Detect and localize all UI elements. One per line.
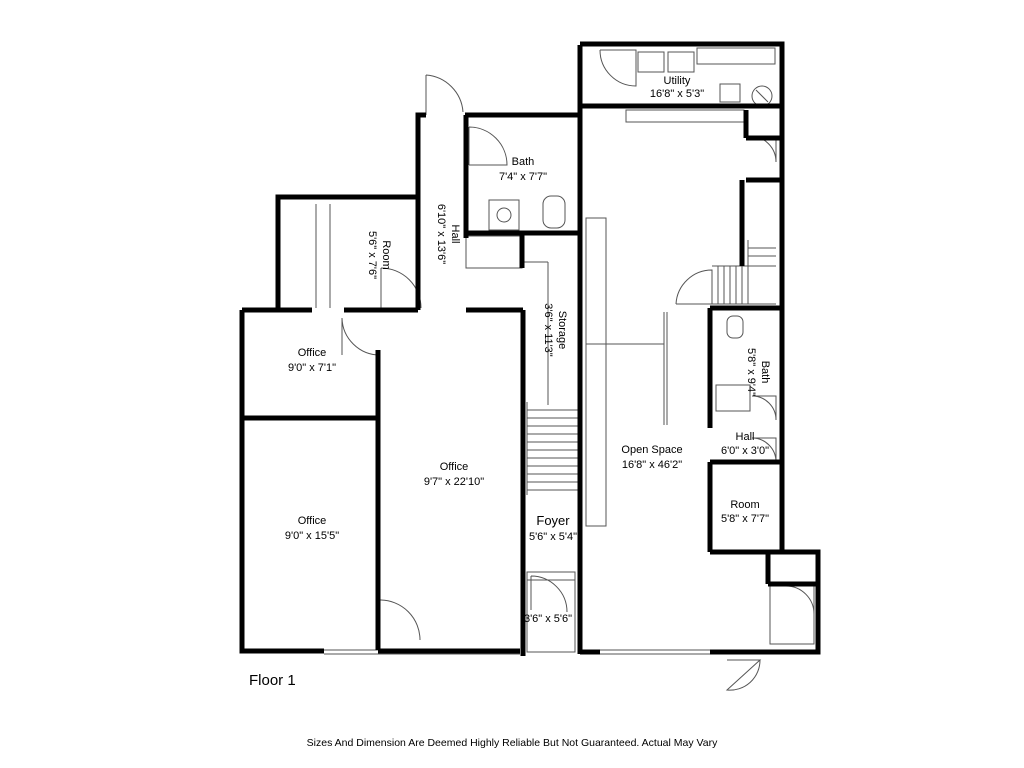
- room-size-hall-top: 6'10" x 13'6": [435, 204, 447, 264]
- room-label-office-top: Office: [298, 347, 327, 359]
- room-storage: Storage 3'6" x 11'3": [542, 303, 568, 356]
- fixtures: [315, 47, 815, 655]
- room-label-open-space: Open Space: [621, 444, 682, 456]
- room-hall-top: Hall 6'10" x 13'6": [435, 204, 461, 264]
- room-size-open-space: 16'8" x 46'2": [622, 459, 682, 471]
- labels: Utility 16'8" x 5'3" Bath 7'4" x 7'7" Ha…: [249, 75, 771, 749]
- room-size-bath-top: 7'4" x 7'7": [499, 171, 547, 183]
- room-size-entry: 3'6" x 5'6": [524, 613, 572, 625]
- room-size-office-center: 9'7" x 22'10": [424, 476, 484, 488]
- room-label-storage: Storage: [556, 311, 568, 350]
- room-size-room-right: 5'8" x 7'7": [721, 513, 769, 525]
- room-label-utility: Utility: [664, 75, 691, 87]
- room-size-utility: 16'8" x 5'3": [650, 88, 704, 100]
- room-size-office-top: 9'0" x 7'1": [288, 362, 336, 374]
- room-label-office-bottom: Office: [298, 515, 327, 527]
- room-label-room-left: Room: [380, 240, 392, 269]
- room-size-foyer: 5'6" x 5'4": [529, 531, 577, 543]
- stairs-foyer: [526, 402, 580, 495]
- room-label-office-center: Office: [440, 461, 469, 473]
- room-size-bath-right: 5'8" x 9'4": [745, 348, 757, 396]
- floor-label: Floor 1: [249, 672, 296, 689]
- walls: [239, 41, 821, 656]
- room-label-bath-right: Bath: [759, 361, 771, 384]
- room-small-left: Room 5'6" x 7'6": [366, 231, 392, 279]
- disclaimer: Sizes And Dimension Are Deemed Highly Re…: [307, 737, 718, 749]
- room-size-hall-right: 6'0" x 3'0": [721, 445, 769, 457]
- room-label-hall-top: Hall: [449, 225, 461, 244]
- room-bath-right: Bath 5'8" x 9'4": [745, 348, 771, 396]
- room-label-foyer: Foyer: [536, 513, 570, 528]
- room-label-bath-top: Bath: [512, 156, 535, 168]
- room-size-office-bottom: 9'0" x 15'5": [285, 530, 339, 542]
- room-size-room-left: 5'6" x 7'6": [366, 231, 378, 279]
- room-label-hall-right: Hall: [736, 431, 755, 443]
- room-size-storage: 3'6" x 11'3": [542, 303, 554, 356]
- room-label-room-right: Room: [730, 499, 759, 511]
